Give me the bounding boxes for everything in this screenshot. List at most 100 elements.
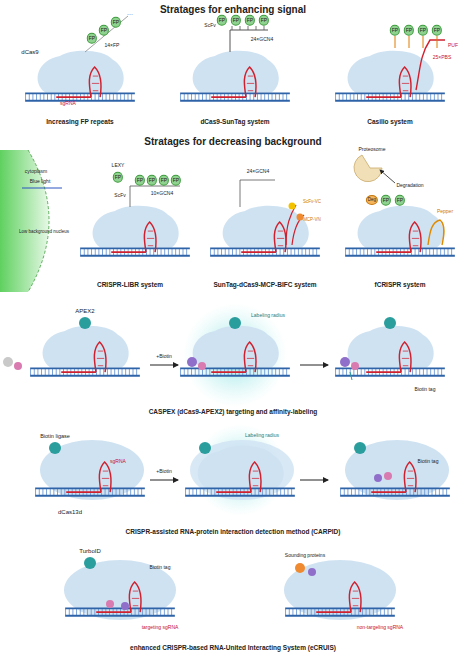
text-label: ScFv [114, 193, 125, 199]
apex2-enzyme [384, 317, 396, 329]
section-heading: Stratages for decreasing background [144, 136, 321, 147]
sounding-protein [308, 568, 316, 576]
text-label: 10×GCN4 [151, 191, 173, 197]
protein-label: FP [390, 25, 400, 36]
vc-fragment [289, 203, 296, 210]
biotin-ligase [49, 442, 61, 454]
chromatin-protein [3, 357, 13, 367]
gcn4-array [130, 186, 180, 207]
dcas13d-complex [185, 446, 295, 496]
pepper-aptamer [428, 220, 444, 245]
text-label: Biotin tag [418, 459, 439, 465]
step-arrow [150, 365, 178, 366]
cas-blob [284, 560, 396, 620]
sounding-protein [295, 563, 305, 573]
panel-caption: SunTag-dCas9-MCP-BIFC system [213, 281, 316, 288]
dcas9-complex [345, 206, 455, 256]
labeled-protein [384, 472, 392, 480]
caspex-panels [3, 303, 445, 407]
labeled-protein [351, 362, 359, 370]
text-label: 24×GCN4 [247, 169, 269, 175]
apex2-enzyme [229, 317, 241, 329]
text-label: ScFv [204, 23, 215, 29]
background-panels [0, 150, 455, 292]
gcn4-array [240, 180, 275, 207]
panel-caption: Increasing FP repeats [46, 118, 113, 125]
text-label: +Biotin [156, 469, 171, 475]
labeled-protein [340, 357, 350, 367]
protein-label: Deg [366, 195, 378, 205]
biotin-ligase [354, 442, 366, 454]
biotin-tag [350, 372, 352, 380]
dcas9-complex [80, 206, 190, 256]
step-arrow [300, 480, 328, 481]
text-label: Biotin tag [415, 387, 436, 393]
text-label: Pepper [437, 209, 453, 215]
labeled-protein [374, 474, 382, 482]
degradation-arrow [380, 170, 395, 183]
text-label: 24×GCN4 [251, 37, 273, 43]
dcas9-complex [335, 51, 445, 101]
protein-label: FP [113, 172, 123, 183]
cas-complex [65, 566, 175, 616]
protein-label: FP [381, 195, 391, 206]
text-label: Biotin ligase [40, 433, 70, 439]
chromatin-protein [198, 362, 206, 370]
protein-label: FP [217, 15, 227, 26]
text-label: +Biotin [156, 354, 171, 360]
apex2-enzyme [79, 317, 91, 329]
ms2-hairpins [286, 205, 304, 245]
cytoplasm-zone [0, 150, 49, 292]
vn-fragment [297, 214, 304, 221]
protein-label: FP [171, 175, 181, 186]
step-arrow [150, 480, 178, 481]
text-label: Low background nucleus [19, 230, 69, 235]
text-label: TurboID [79, 548, 100, 555]
text-label: dCas9 [21, 49, 38, 56]
text-label: ··· [127, 11, 133, 18]
protein-label: FP [99, 25, 109, 36]
gcn4-ticks [232, 26, 264, 30]
protein-label: FP [245, 15, 255, 26]
protein-label: FP [87, 33, 97, 44]
protein-label: FP [147, 175, 157, 186]
protein-label: FP [159, 175, 169, 186]
panel-caption: enhanced CRISPR-based RNA-United Interac… [130, 644, 336, 651]
text-label: Blue light [30, 179, 51, 185]
chromatin-protein [14, 362, 22, 370]
dcas9-complex [25, 51, 135, 101]
text-label: Sounding proteins [285, 553, 325, 559]
protein-label: FP [259, 15, 269, 26]
panel-caption: Casilio system [367, 118, 413, 125]
carpid-panels [35, 424, 450, 516]
dcas9-complex [210, 206, 320, 256]
section-heading: Stratages for enhancing signal [160, 4, 306, 15]
protein-label: FP [395, 195, 405, 206]
text-label: sgRNA [110, 459, 126, 465]
dcas9-complex [180, 326, 290, 376]
protein-label: FP [418, 25, 428, 36]
dcas9-complex [180, 51, 290, 101]
dcas9-complex [30, 326, 140, 376]
panel-caption: dCas9-SunTag system [200, 118, 269, 125]
chromatin-protein [187, 357, 197, 367]
labeled-protein [106, 600, 114, 608]
text-label: 25×PBS [433, 55, 452, 61]
biotin-ligase [199, 442, 211, 454]
panel-caption: CRISPR-assisted RNA-protein interaction … [126, 528, 341, 535]
protein-label: FP [404, 25, 414, 36]
dcas9-complex [335, 326, 445, 376]
text-label: dCas13d [58, 509, 82, 516]
pbs-rna [416, 40, 445, 90]
cas-complex [285, 566, 395, 616]
dcas13d-complex [35, 446, 145, 496]
protein-label: FP [432, 25, 442, 36]
text-label: Proteosome [359, 147, 386, 153]
ecruis-panels [64, 557, 396, 620]
turboid-enzyme [84, 557, 96, 569]
text-label: ScFv-VC [303, 200, 321, 205]
text-label: 14×FP [105, 43, 120, 49]
panel-caption: CASPEX (dCas9-APEX2) targeting and affin… [149, 408, 318, 415]
proteasome [354, 155, 382, 182]
